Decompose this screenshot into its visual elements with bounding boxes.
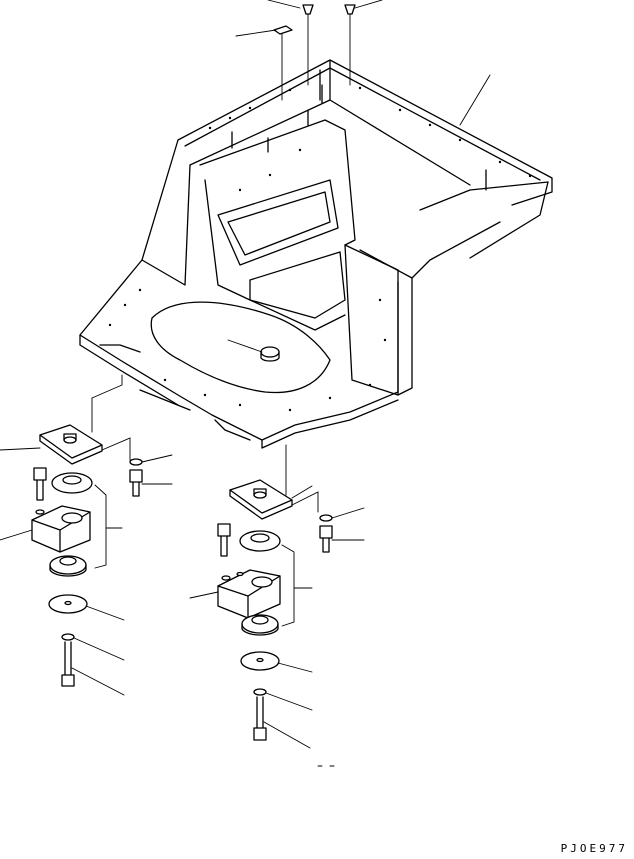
left-mount-assembly: [0, 375, 172, 695]
frame-holes: [108, 86, 532, 412]
drawing-code: PJOE977: [560, 842, 628, 855]
leader-lines-top: [228, 0, 490, 352]
floor-frame: [80, 5, 552, 448]
right-mount-assembly: [190, 445, 364, 766]
